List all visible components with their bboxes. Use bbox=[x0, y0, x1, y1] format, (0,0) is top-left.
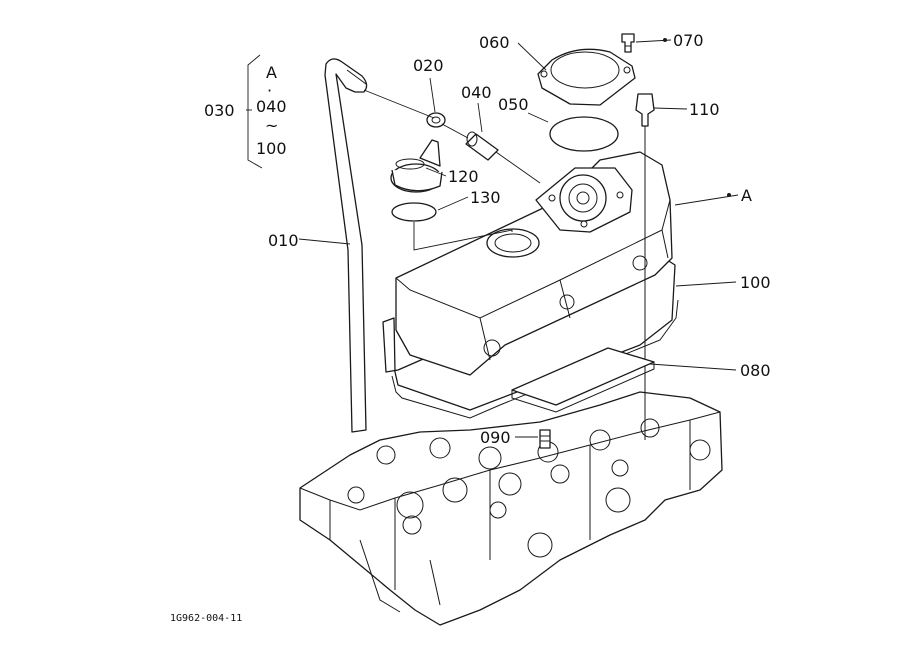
figure-code: 1G962-004-11 bbox=[170, 613, 242, 624]
label-090: 090 bbox=[480, 428, 511, 447]
label-020: 020 bbox=[413, 56, 444, 75]
group-030-top: A bbox=[266, 63, 277, 82]
group-030-dot: · bbox=[267, 81, 272, 100]
label-080: 080 bbox=[740, 361, 771, 380]
bolt-110 bbox=[635, 93, 655, 440]
label-030: 030 bbox=[204, 101, 235, 120]
label-050: 050 bbox=[498, 95, 529, 114]
label-130: 130 bbox=[470, 188, 501, 207]
group-030-tilde: ~ bbox=[265, 116, 278, 135]
breather-pipe-010 bbox=[324, 58, 368, 433]
label-110: 110 bbox=[689, 100, 720, 119]
label-ref-a: A bbox=[741, 186, 752, 205]
o-ring-050 bbox=[549, 116, 619, 152]
breather-cover-060 bbox=[537, 48, 636, 106]
group-030-from: 040 bbox=[256, 97, 287, 116]
leader-lines bbox=[246, 38, 739, 438]
clamp-020 bbox=[426, 112, 446, 128]
hose-040 bbox=[465, 131, 499, 161]
cylinder-head bbox=[299, 391, 723, 626]
stud-090 bbox=[539, 429, 551, 449]
label-040: 040 bbox=[461, 83, 492, 102]
head-cover bbox=[395, 151, 673, 376]
label-100: 100 bbox=[740, 273, 771, 292]
label-060: 060 bbox=[479, 33, 510, 52]
label-010: 010 bbox=[268, 231, 299, 250]
plate-080 bbox=[511, 347, 655, 413]
label-120: 120 bbox=[448, 167, 479, 186]
screw-070 bbox=[621, 33, 635, 53]
o-ring-130 bbox=[391, 202, 437, 222]
oil-filler-cap-120 bbox=[390, 139, 443, 193]
group-030-to: 100 bbox=[256, 139, 287, 158]
label-070: 070 bbox=[673, 31, 704, 50]
